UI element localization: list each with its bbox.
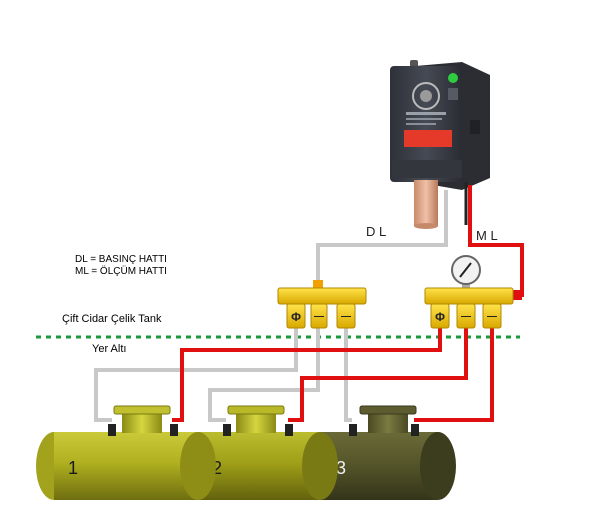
ml-label: M L bbox=[476, 228, 498, 243]
legend-dl: DL = BASINÇ HATTI bbox=[75, 254, 167, 265]
ml-pipe-tank1 bbox=[172, 328, 442, 422]
dl-label: D L bbox=[366, 224, 386, 239]
ml-pipe-tank3 bbox=[414, 328, 494, 422]
svg-text:—: — bbox=[314, 311, 324, 322]
manifold-right: Φ — — bbox=[424, 255, 514, 329]
device-red-panel bbox=[404, 130, 452, 147]
tank-type-label: Çift Cidar Çelik Tank bbox=[62, 313, 162, 325]
tank-3-number: 3 bbox=[336, 458, 346, 478]
device-probe bbox=[414, 180, 438, 226]
tank-2: 2 bbox=[196, 405, 338, 500]
manifold-right-port-3: — bbox=[482, 303, 502, 329]
tank-1: 1 bbox=[36, 405, 216, 500]
manifold-left-port-3: — bbox=[336, 303, 356, 329]
dl-pipe-tank3 bbox=[344, 328, 352, 422]
svg-text:—: — bbox=[341, 311, 351, 322]
dl-main-line bbox=[316, 190, 448, 282]
manifold-right-port-2: — bbox=[456, 303, 476, 329]
legend-ml: ML = ÖLÇÜM HATTI bbox=[75, 265, 167, 277]
ml-pipe-tank2 bbox=[288, 328, 468, 422]
manifold-left: Φ — — bbox=[277, 287, 367, 329]
monitoring-device bbox=[390, 60, 490, 229]
svg-text:Φ: Φ bbox=[435, 310, 445, 324]
tank-1-number: 1 bbox=[68, 458, 78, 478]
svg-text:—: — bbox=[487, 311, 497, 322]
dl-pipe-tank2 bbox=[208, 328, 320, 422]
status-led-icon bbox=[448, 73, 458, 83]
manifold-right-port-1: Φ bbox=[430, 303, 450, 329]
dl-pipe-tank1 bbox=[94, 328, 298, 422]
manifold-left-port-2: — bbox=[310, 303, 328, 329]
device-logo bbox=[412, 82, 440, 110]
underground-label: Yer Altı bbox=[92, 343, 126, 355]
svg-text:—: — bbox=[461, 311, 471, 322]
tank-2-number: 2 bbox=[212, 458, 222, 478]
manifold-left-port-1: Φ bbox=[286, 303, 306, 329]
svg-text:Φ: Φ bbox=[291, 310, 301, 324]
